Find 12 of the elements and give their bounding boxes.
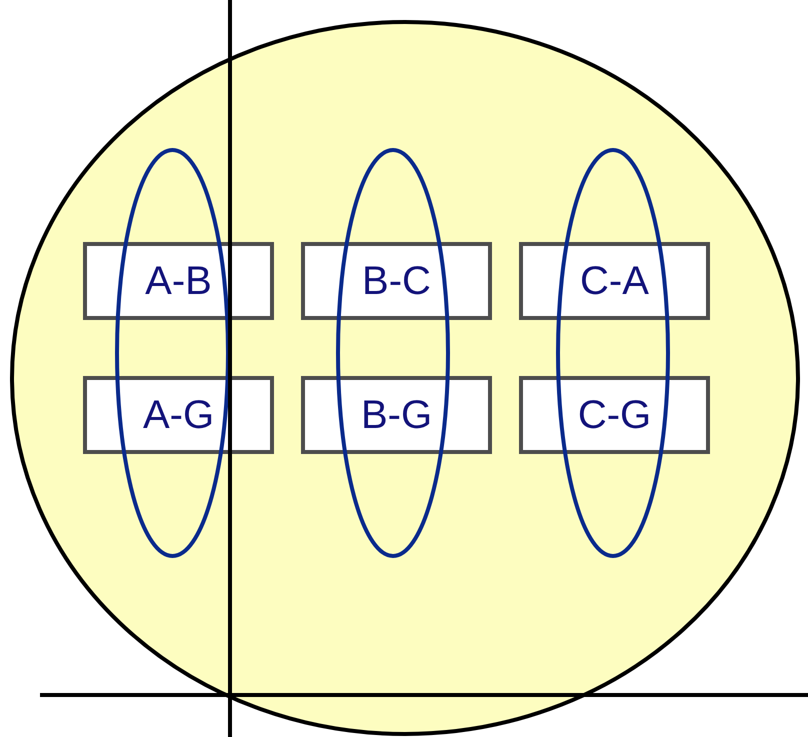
label-box — [519, 376, 710, 454]
pair-label: A-B — [145, 258, 212, 304]
pair-label: A-G — [142, 392, 214, 438]
label-box — [301, 242, 492, 320]
label-box — [301, 376, 492, 454]
label-box — [83, 242, 274, 320]
label-box — [83, 376, 274, 454]
label-box — [519, 242, 710, 320]
pair-label: C-A — [580, 258, 649, 304]
pair-label: C-G — [578, 392, 652, 438]
pair-label: B-C — [362, 258, 431, 304]
pair-label: B-G — [360, 392, 432, 438]
